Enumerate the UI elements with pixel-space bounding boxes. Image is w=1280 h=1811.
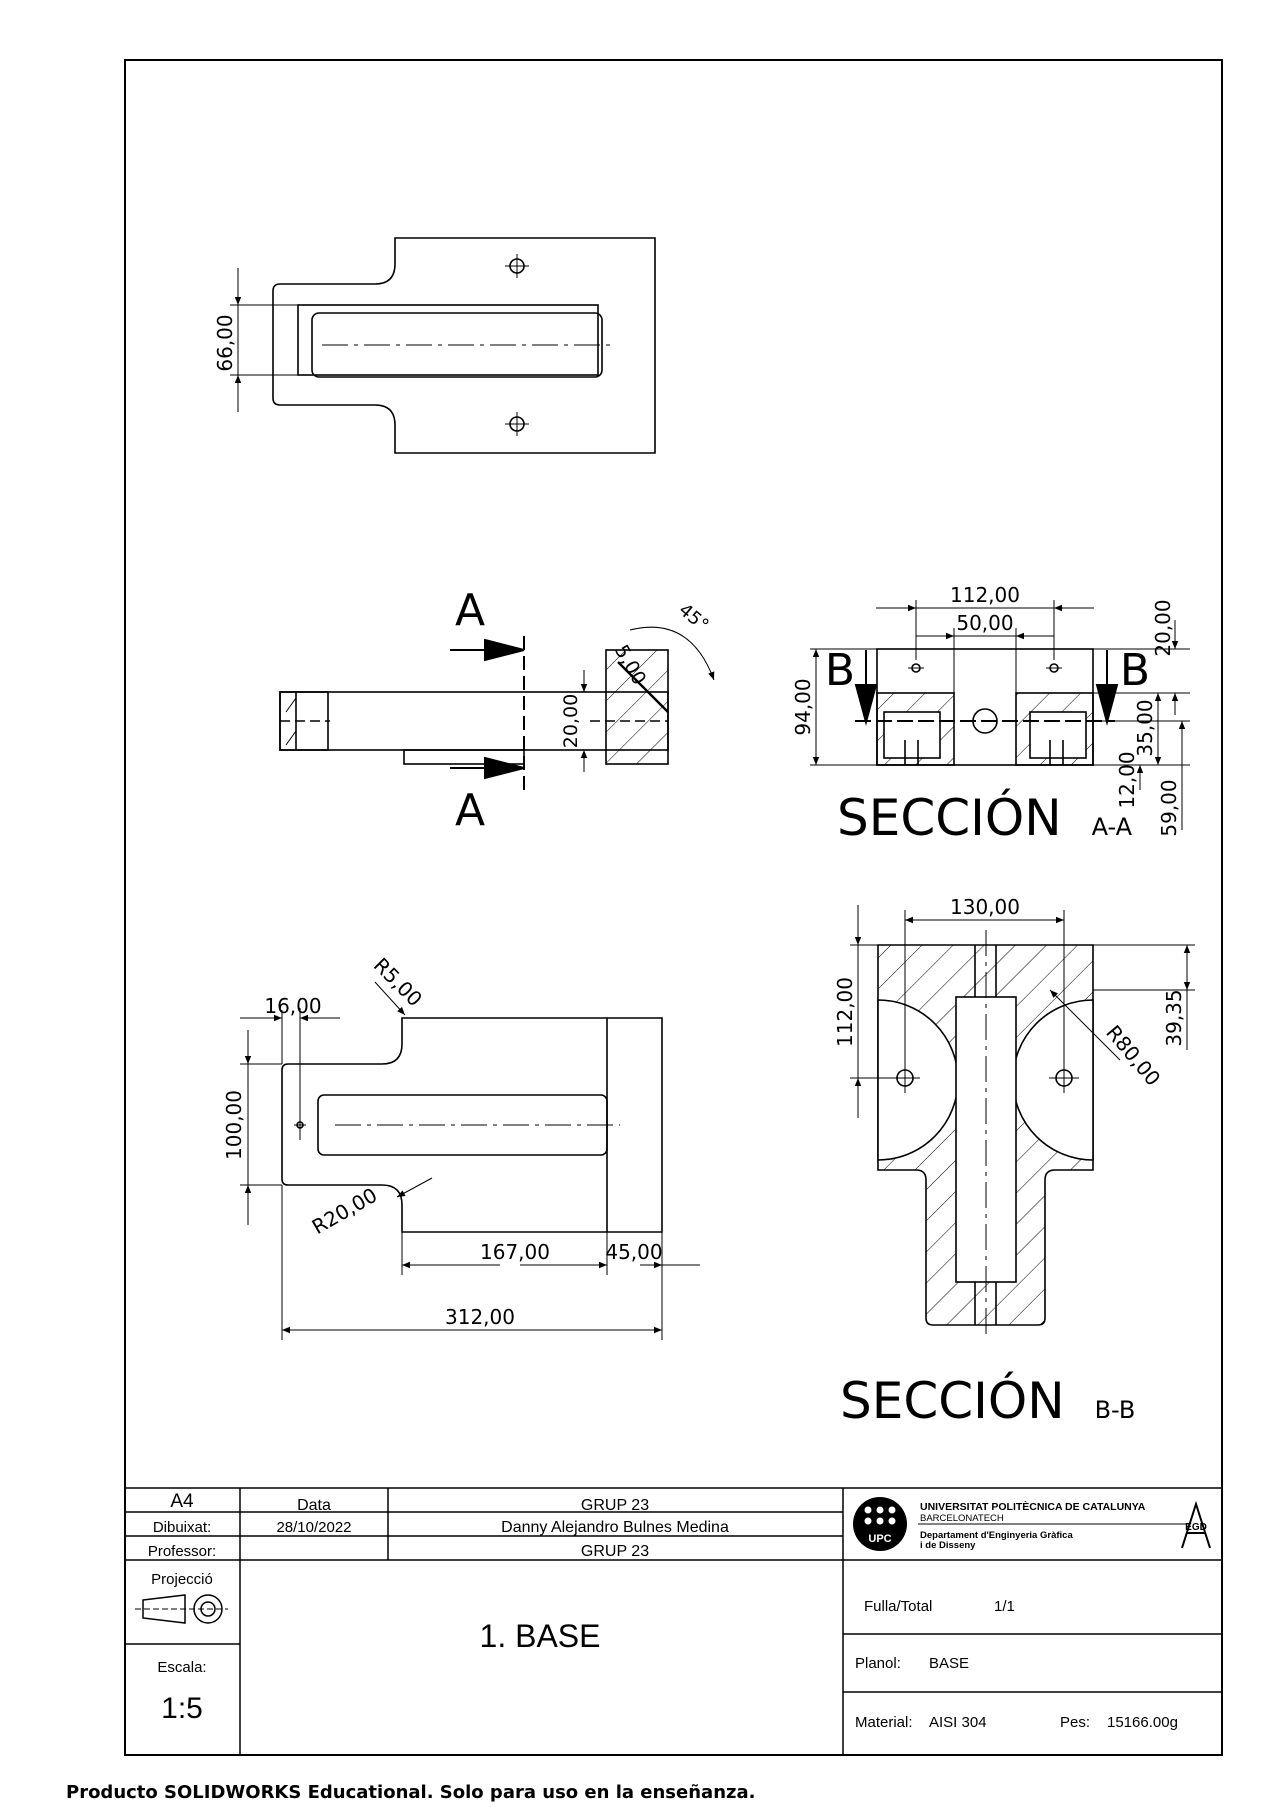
dim-sec-12: 12,00 (1115, 751, 1139, 808)
section-aa (855, 648, 1115, 766)
section-bb (877, 930, 1094, 1340)
tb-date-value: 28/10/2022 (276, 1519, 351, 1536)
egd-logo-text: EGD (1185, 1522, 1207, 1533)
tb-scale-label: Escala: (157, 1659, 206, 1676)
dim-bot-45: 45,00 (605, 1240, 662, 1264)
dim-bot-100: 100,00 (222, 1090, 246, 1160)
dim-sec-50: 50,00 (956, 611, 1013, 635)
dim-bot-312: 312,00 (445, 1305, 515, 1329)
front-cut-arrows (450, 638, 525, 780)
section-aa-cut-arrows (854, 650, 1119, 726)
section-bb-title: SECCIÓN B-B (840, 1371, 1135, 1430)
tb-sheet-value: 1/1 (994, 1598, 1015, 1615)
dim-sec-59: 59,00 (1157, 779, 1181, 836)
projection-symbol-icon (135, 1594, 228, 1624)
tb-weight-label: Pes: (1060, 1714, 1090, 1731)
tb-format: A4 (170, 1491, 194, 1512)
tb-university-line2: BARCELONATECH (920, 1513, 1004, 1524)
dim-bot-167: 167,00 (480, 1240, 550, 1264)
tb-drawn-label: Dibuixat: (153, 1519, 211, 1536)
dim-front-45: 45° (675, 599, 713, 636)
dim-sec-20: 20,00 (1151, 599, 1175, 656)
front-dim-20 (578, 670, 606, 772)
tb-material-label: Material: (855, 1714, 913, 1731)
section-bb-dims (850, 905, 1195, 1118)
tb-material-value: AISI 304 (929, 1714, 987, 1731)
cut-label-b-left: B (825, 645, 855, 696)
front-angle-45 (629, 626, 715, 681)
cut-label-a-top: A (455, 585, 485, 636)
cut-label-b-right: B (1120, 645, 1150, 696)
tb-projection-label: Projecció (151, 1571, 213, 1588)
dim-front-20: 20,00 (560, 694, 582, 748)
tb-group-bottom: GRUP 23 (581, 1543, 649, 1560)
front-view (279, 636, 669, 790)
dim-secb-130: 130,00 (950, 895, 1020, 919)
dim-bot-r5: R5,00 (369, 953, 427, 1011)
tb-scale-value: 1:5 (161, 1692, 203, 1725)
top-view (272, 237, 656, 454)
upc-logo-text: UPC (868, 1533, 891, 1545)
bottom-view (281, 1008, 663, 1233)
tb-department-line2: i de Disseny (920, 1540, 976, 1551)
section-aa-id: A-A (1092, 813, 1133, 841)
tb-plan-label: Planol: (855, 1655, 901, 1672)
tb-date-label: Data (297, 1497, 331, 1514)
section-aa-word: SECCIÓN (837, 788, 1062, 847)
tb-department-line1: Departament d'Enginyeria Gràfica (920, 1530, 1073, 1541)
tb-author: Danny Alejandro Bulnes Medina (501, 1519, 729, 1536)
dim-sec-112: 112,00 (950, 583, 1020, 607)
tb-drawing-title: 1. BASE (480, 1618, 601, 1654)
tb-university-line1: UNIVERSITAT POLITÈCNICA DE CATALUNYA (920, 1500, 1146, 1513)
bottom-view-dims (240, 981, 700, 1340)
dim-bot-16: 16,00 (264, 994, 321, 1018)
tb-plan-value: BASE (929, 1655, 969, 1672)
section-aa-dims (810, 600, 1190, 830)
egd-logo: EGD (1181, 1500, 1211, 1549)
tb-professor-label: Professor: (148, 1543, 216, 1560)
tb-group-top: GRUP 23 (581, 1497, 649, 1514)
upc-logo: UPC (853, 1497, 907, 1551)
section-bb-word: SECCIÓN (840, 1371, 1065, 1430)
dim-secb-112: 112,00 (833, 977, 857, 1047)
dim-sec-35: 35,00 (1133, 699, 1157, 756)
top-dim-66 (230, 268, 300, 412)
title-block: A4 Data GRUP 23 Dibuixat: 28/10/2022 Dan… (125, 1487, 1222, 1755)
section-bb-id: B-B (1095, 1396, 1136, 1424)
dim-secb-r80: R80,00 (1101, 1021, 1165, 1091)
solidworks-footer-notice: Producto SOLIDWORKS Educational. Solo pa… (66, 1782, 756, 1803)
tb-sheet-label: Fulla/Total (864, 1598, 932, 1615)
dim-top-66: 66,00 (213, 314, 237, 371)
section-aa-title: SECCIÓN A-A (837, 788, 1133, 847)
dim-secb-39: 39,35 (1162, 989, 1186, 1046)
tb-weight-value: 15166.00g (1107, 1714, 1178, 1731)
dim-sec-94: 94,00 (791, 678, 815, 735)
dim-bot-r20: R20,00 (308, 1183, 382, 1239)
drawing-frame (124, 59, 1223, 1756)
cut-label-a-bottom: A (455, 785, 485, 836)
